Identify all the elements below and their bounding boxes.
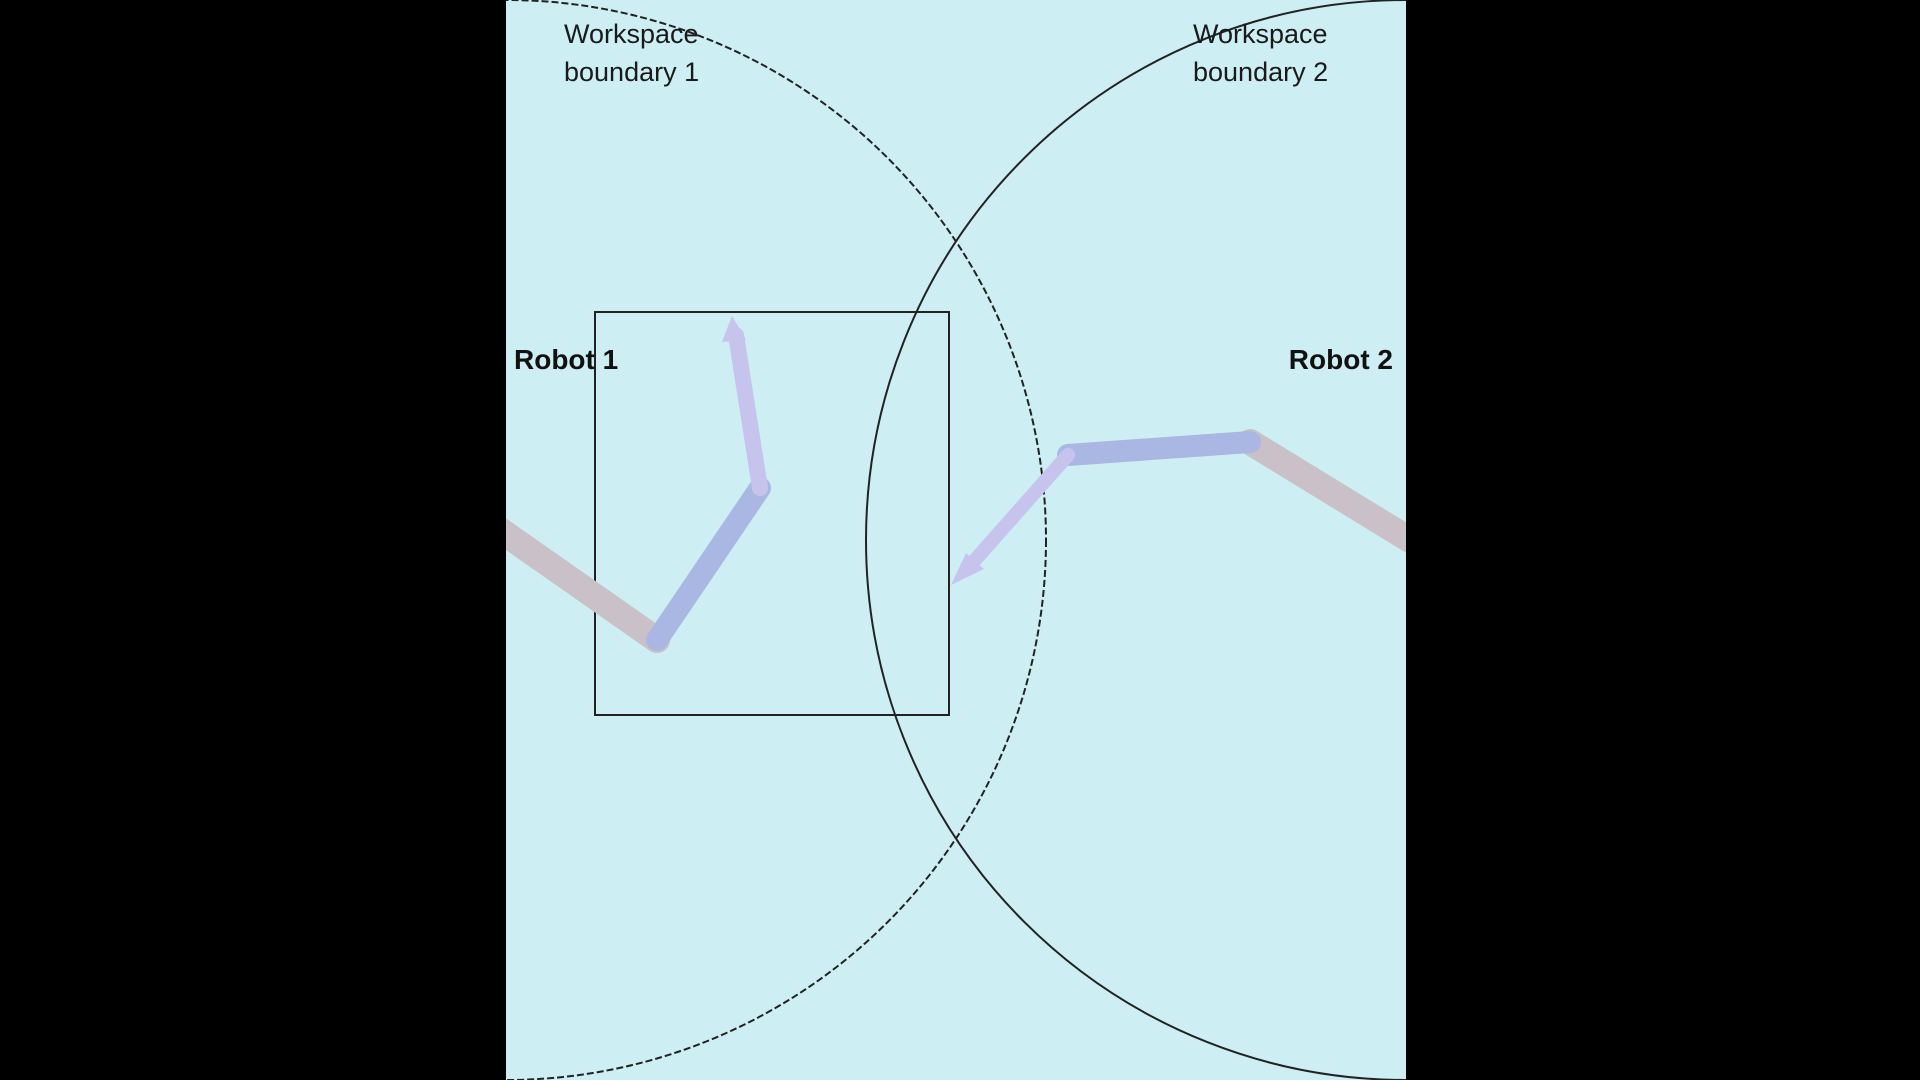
workspace-boundary-1-label-line1: Workspace [564, 19, 699, 49]
workspace-boundary-2-label-line2: boundary 2 [1193, 57, 1328, 87]
arrow-up-icon [722, 316, 746, 342]
robot-2-base-link [1237, 429, 1406, 553]
diagram-panel [506, 0, 1406, 1080]
robot-1-label: Robot 1 [514, 344, 618, 375]
workspace-boundary-2-label-line1: Workspace [1193, 19, 1328, 49]
robot-1-base-link [506, 518, 670, 653]
robot-1-end-link [728, 327, 768, 496]
robot-1-arm [506, 316, 771, 653]
shared-region-box [594, 311, 950, 716]
robot-2-end-link [968, 448, 1075, 567]
arrow-down-left-icon [951, 553, 984, 585]
robot-2-label: Robot 2 [1289, 344, 1393, 375]
robot-2-arm [951, 429, 1406, 585]
workspace-boundary-1-circle [506, 0, 1047, 1080]
workspace-boundary-1-label-line2: boundary 1 [564, 57, 699, 87]
robot-1-mid-link [646, 477, 771, 651]
workspace-boundary-2-circle [865, 0, 1406, 1080]
robot-2-mid-link [1057, 431, 1261, 466]
